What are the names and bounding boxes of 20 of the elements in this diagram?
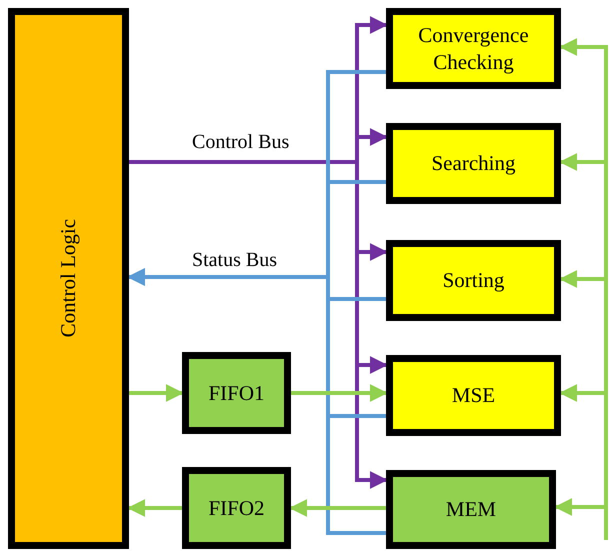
- node-label: FIFO2: [208, 494, 265, 522]
- module-box: [386, 355, 561, 436]
- node-label: MSE: [452, 382, 496, 409]
- module-box: [386, 8, 561, 89]
- node-label: FIFO1: [208, 380, 265, 406]
- control-block: [8, 8, 129, 549]
- bus-arrow: [289, 499, 386, 517]
- node-label: Sorting: [442, 267, 504, 294]
- node-label: Control Logic: [55, 219, 82, 338]
- module-box: [386, 240, 561, 321]
- bus-arrow: [127, 499, 182, 517]
- bus-arrow: [291, 384, 388, 402]
- module-box: [386, 470, 556, 549]
- module-box: [182, 352, 291, 434]
- node-label: MEM: [446, 496, 496, 523]
- node-label: Searching: [432, 150, 516, 177]
- bus-arrow: [129, 384, 184, 402]
- module-box: [182, 467, 291, 549]
- node-label: Convergence Checking: [417, 22, 530, 75]
- module-box: [386, 123, 561, 204]
